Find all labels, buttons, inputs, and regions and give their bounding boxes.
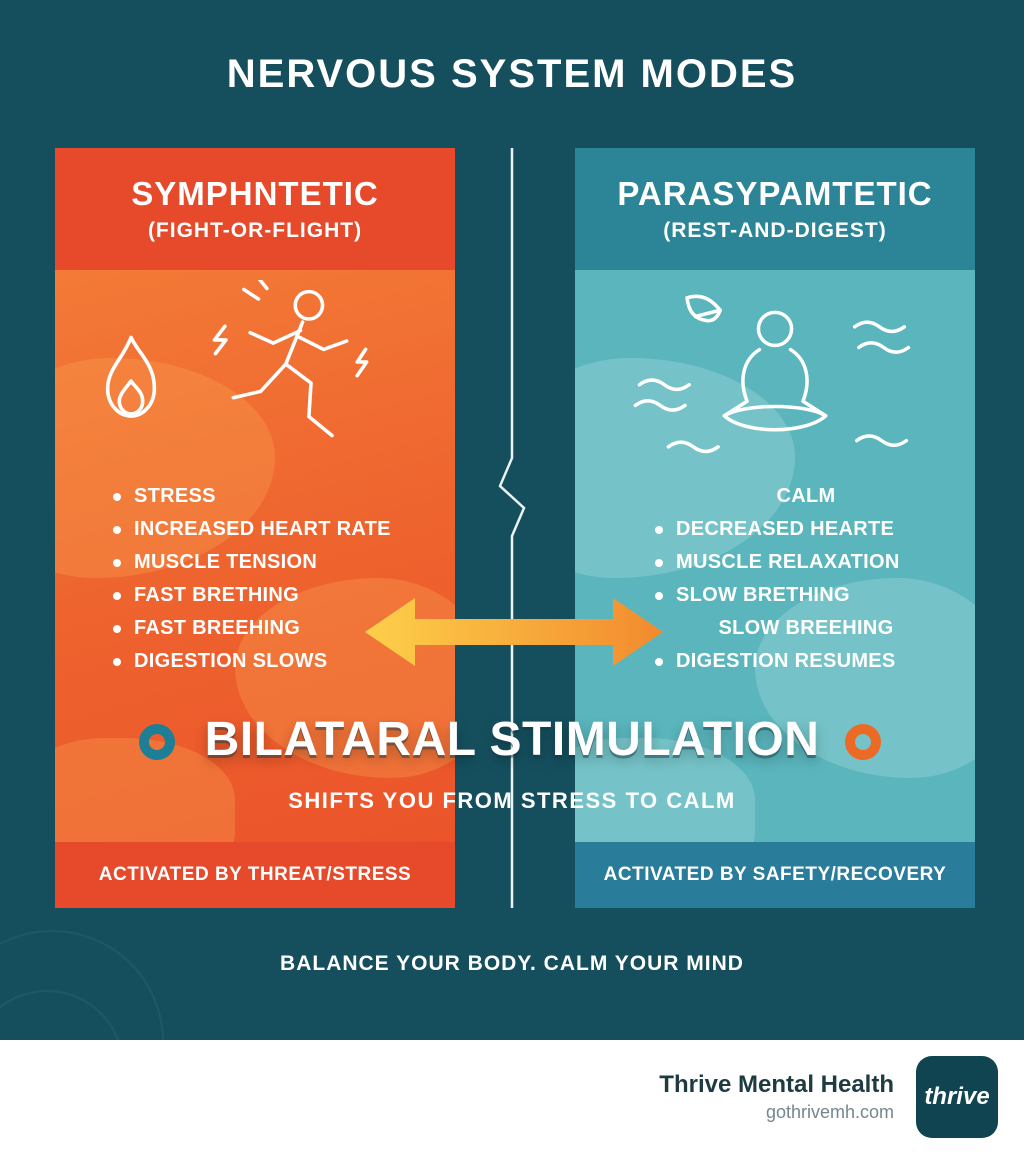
donut-icon-right bbox=[845, 724, 881, 760]
bullet-dot bbox=[655, 591, 663, 600]
wave-icon bbox=[854, 434, 909, 448]
list-item-text: FAST BRETHING bbox=[134, 584, 300, 606]
bullet-dot bbox=[113, 657, 121, 666]
footer-bar: Thrive Mental Health gothrivemh.com thri… bbox=[0, 1040, 1024, 1154]
list-item-text: INCREASED HEART RATE bbox=[134, 518, 391, 540]
parasympathetic-list: CALM DECREASED HEARTE MUSCLE RELAXATION SLO… bbox=[575, 480, 975, 678]
list-item: INCREASED HEART RATE bbox=[113, 513, 441, 546]
list-item: DIGESTION SLOWS bbox=[113, 645, 441, 678]
meditating-person-icon bbox=[633, 294, 911, 454]
sympathetic-header: SYMPHNTETIC (FIGHT-OR-FLIGHT) bbox=[55, 148, 455, 270]
parasympathetic-panel: PARASYPAMTETIC (REST-AND-DIGEST) bbox=[575, 148, 975, 908]
infographic-title: NERVOUS SYSTEM MODES bbox=[226, 52, 798, 96]
divider-zigzag-line bbox=[498, 148, 526, 908]
wave-icon bbox=[666, 440, 720, 454]
list-item-text: CALM bbox=[776, 485, 836, 507]
bullet-dot bbox=[655, 657, 663, 666]
bullet-dot bbox=[113, 525, 121, 534]
sympathetic-list: STRESS INCREASED HEART RATE MUSCLE TENSION… bbox=[55, 480, 455, 678]
bilateral-stimulation-headline: BILATARAL STIMULATION bbox=[204, 713, 820, 766]
list-item: DECREASED HEARTE bbox=[655, 513, 957, 546]
sympathetic-activation-band: ACTIVATED BY THREAT/STRESS bbox=[55, 842, 455, 908]
flame-icon bbox=[105, 335, 157, 418]
list-item-text: MUSCLE RELAXATION bbox=[676, 551, 900, 573]
list-item: DIGESTION RESUMES bbox=[655, 645, 957, 678]
list-item: STRESS bbox=[113, 480, 441, 513]
bullet-dot bbox=[655, 558, 663, 567]
list-item-text: DECREASED HEARTE bbox=[676, 518, 895, 540]
bullet-dot bbox=[113, 492, 121, 501]
brand-name: Thrive Mental Health bbox=[659, 1071, 894, 1098]
wave-icon bbox=[852, 320, 907, 334]
brand-website: gothrivemh.com bbox=[765, 1102, 894, 1122]
bilateral-arrow-icon bbox=[365, 598, 663, 666]
parasympathetic-activation-band: ACTIVATED BY SAFETY/RECOVERY bbox=[575, 842, 975, 908]
lightning-icon bbox=[355, 347, 369, 378]
parasympathetic-subheading: (REST-AND-DIGEST) bbox=[663, 219, 887, 242]
list-item: FAST BREEHING bbox=[113, 612, 441, 645]
list-item-text: MUSCLE TENSION bbox=[134, 551, 318, 573]
parasympathetic-heading: PARASYPAMTETIC bbox=[617, 175, 933, 212]
list-item-text: SLOW BRETHING bbox=[676, 584, 850, 606]
parasympathetic-header: PARASYPAMTETIC (REST-AND-DIGEST) bbox=[575, 148, 975, 270]
wave-icon bbox=[633, 399, 687, 412]
list-item-text: STRESS bbox=[134, 485, 216, 507]
leaf-icon bbox=[685, 294, 722, 323]
list-item: SLOW BREEHING bbox=[655, 612, 957, 645]
list-item-text: DIGESTION SLOWS bbox=[134, 650, 328, 672]
brand-text-block: Thrive Mental Health gothrivemh.com bbox=[659, 1071, 894, 1123]
wave-icon bbox=[857, 341, 911, 354]
list-item: CALM bbox=[655, 480, 957, 513]
tagline: BALANCE YOUR BODY. CALM YOUR MIND bbox=[280, 952, 744, 975]
list-item: FAST BRETHING bbox=[113, 579, 441, 612]
list-item: MUSCLE TENSION bbox=[113, 546, 441, 579]
bullet-dot bbox=[655, 525, 663, 534]
thrive-logo: thrive bbox=[916, 1056, 998, 1138]
bullet-dot bbox=[113, 591, 121, 600]
bullet-dot bbox=[113, 558, 121, 567]
sympathetic-icons bbox=[55, 270, 455, 470]
running-person-icon bbox=[212, 280, 369, 438]
list-item: SLOW BRETHING bbox=[655, 579, 957, 612]
bullet-dot bbox=[113, 624, 121, 633]
list-item-text: SLOW BREEHING bbox=[718, 617, 894, 639]
list-item: MUSCLE RELAXATION bbox=[655, 546, 957, 579]
lightning-icon bbox=[212, 324, 228, 356]
thrive-logo-text: thrive bbox=[924, 1083, 990, 1110]
list-item-text: DIGESTION RESUMES bbox=[676, 650, 896, 672]
list-item-text: FAST BREEHING bbox=[134, 617, 301, 639]
sympathetic-subheading: (FIGHT-OR-FLIGHT) bbox=[147, 219, 363, 242]
parasympathetic-icons bbox=[575, 270, 975, 470]
wave-icon bbox=[637, 378, 691, 392]
shifts-subheadline: SHIFTS YOU FROM STRESS TO CALM bbox=[288, 788, 736, 813]
donut-icon-left bbox=[139, 724, 175, 760]
sympathetic-heading: SYMPHNTETIC bbox=[131, 175, 379, 212]
